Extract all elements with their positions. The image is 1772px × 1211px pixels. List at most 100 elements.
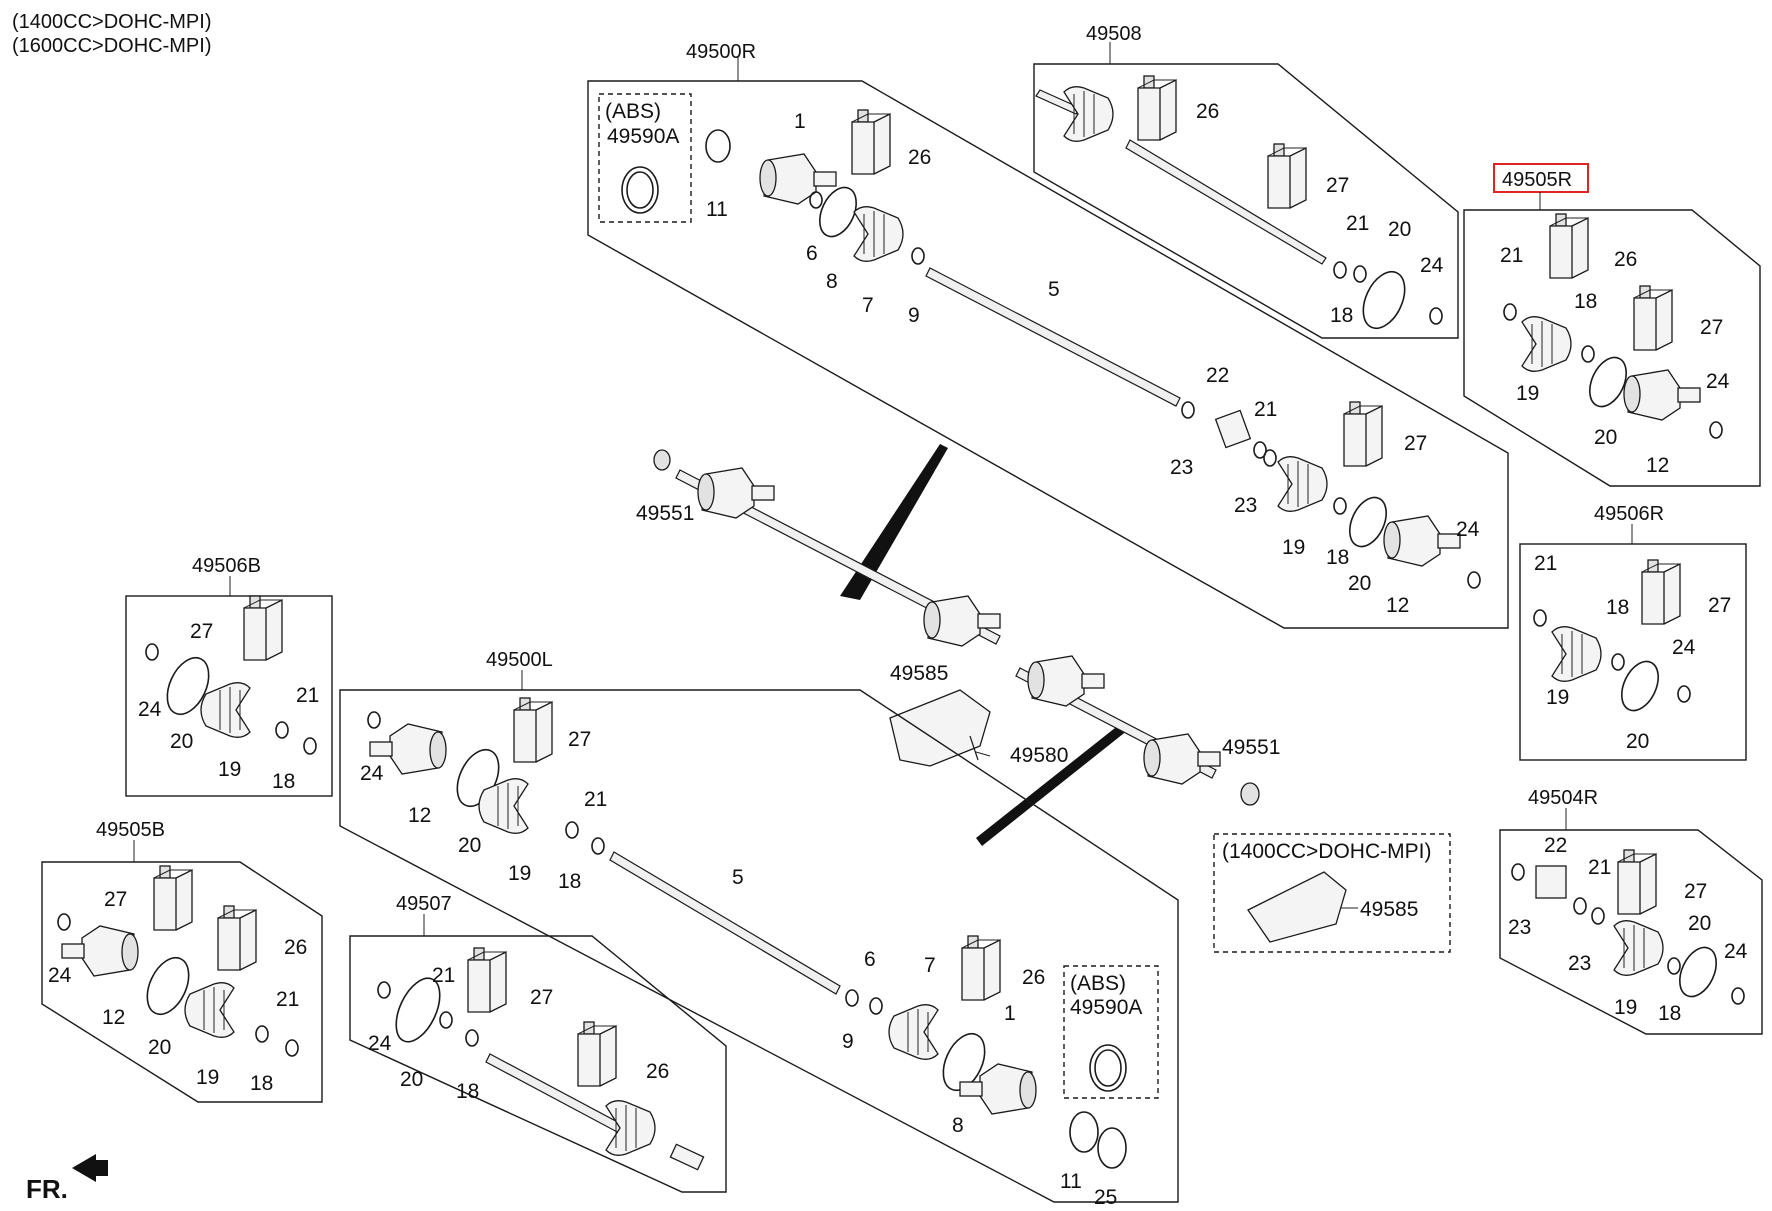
grease-27-right bbox=[1343, 401, 1383, 467]
callout-7: 7 bbox=[862, 294, 874, 317]
callout-49551-lower[interactable]: 49551 bbox=[1222, 736, 1280, 759]
callout-24: 24 bbox=[1706, 370, 1730, 393]
callout-22: 22 bbox=[1544, 834, 1567, 857]
callout-19: 19 bbox=[1614, 996, 1637, 1019]
inner-joint-right bbox=[1383, 515, 1461, 567]
callout-18: 18 bbox=[456, 1080, 479, 1103]
callout-49585[interactable]: 49585 bbox=[890, 662, 948, 685]
callout-24: 24 bbox=[48, 964, 72, 987]
group-label-49506r[interactable]: 49506R bbox=[1594, 503, 1664, 525]
front-label: FR. bbox=[26, 1174, 68, 1204]
group-label-49507[interactable]: 49507 bbox=[396, 893, 452, 915]
callout-12: 12 bbox=[408, 804, 431, 827]
callout-8: 8 bbox=[952, 1114, 964, 1137]
callout-22: 22 bbox=[1206, 364, 1229, 387]
abs-part-left[interactable]: 49590A bbox=[1070, 996, 1142, 1019]
callout-19: 19 bbox=[218, 758, 241, 781]
engine-spec-line-1: (1400CC>DOHC-MPI) bbox=[12, 11, 211, 33]
callout-20: 20 bbox=[1348, 572, 1371, 595]
abs-ring-right bbox=[621, 166, 659, 214]
callout-19: 19 bbox=[196, 1066, 219, 1089]
callout-26: 26 bbox=[908, 146, 931, 169]
hub-nut-upper bbox=[653, 449, 671, 471]
shaft-right bbox=[925, 267, 1181, 407]
callout-12: 12 bbox=[102, 1006, 125, 1029]
abs-label-right: (ABS) bbox=[605, 100, 661, 123]
callout-21: 21 bbox=[1254, 398, 1277, 421]
callout-5: 5 bbox=[1048, 278, 1060, 301]
callout-12: 12 bbox=[1386, 594, 1409, 617]
group-label-49504r[interactable]: 49504R bbox=[1528, 787, 1598, 809]
abs-box-left bbox=[1063, 965, 1159, 1099]
callout-20: 20 bbox=[1626, 730, 1649, 753]
callout-18: 18 bbox=[1574, 290, 1597, 313]
group-49508: 49508 26 27 21 20 24 18 bbox=[1033, 23, 1459, 339]
abs-label-left: (ABS) bbox=[1070, 972, 1126, 995]
callout-20: 20 bbox=[400, 1068, 423, 1091]
group-label-49508[interactable]: 49508 bbox=[1086, 23, 1142, 45]
callout-9: 9 bbox=[842, 1030, 854, 1053]
callout-19: 19 bbox=[508, 862, 531, 885]
callout-20: 20 bbox=[458, 834, 481, 857]
inset-part-49585[interactable]: 49585 bbox=[1360, 898, 1418, 921]
callout-18: 18 bbox=[1330, 304, 1353, 327]
callout-24: 24 bbox=[138, 698, 162, 721]
callout-6: 6 bbox=[806, 242, 818, 265]
selected-highlight bbox=[1493, 163, 1589, 193]
group-label-49500r[interactable]: 49500R bbox=[686, 41, 756, 63]
callout-21: 21 bbox=[1534, 552, 1557, 575]
callout-26: 26 bbox=[284, 936, 307, 959]
group-49507: 49507 21 27 24 20 18 26 bbox=[349, 893, 727, 1193]
engine-spec-line-2: (1600CC>DOHC-MPI) bbox=[12, 35, 211, 57]
callout-20: 20 bbox=[1388, 218, 1411, 241]
boot-right-inner bbox=[1277, 456, 1328, 512]
front-direction-indicator: FR. bbox=[26, 1154, 108, 1204]
callout-23b: 23 bbox=[1568, 952, 1591, 975]
abs-part-right[interactable]: 49590A bbox=[607, 125, 679, 148]
group-label-49505r[interactable]: 49505R bbox=[1502, 169, 1572, 191]
callout-23a: 23 bbox=[1170, 456, 1193, 479]
group-label-49500l[interactable]: 49500L bbox=[486, 649, 553, 671]
group-49504r: 49504R 22 21 27 23 23 20 24 19 18 bbox=[1499, 787, 1763, 1035]
callout-19: 19 bbox=[1546, 686, 1569, 709]
callout-20: 20 bbox=[1594, 426, 1617, 449]
abs-box-right bbox=[598, 93, 692, 223]
callout-23b: 23 bbox=[1234, 494, 1257, 517]
callout-27: 27 bbox=[1326, 174, 1349, 197]
callout-21: 21 bbox=[432, 964, 455, 987]
inset-box bbox=[1213, 833, 1451, 953]
callout-18: 18 bbox=[272, 770, 295, 793]
group-49506r: 49506R 21 18 27 24 19 20 bbox=[1519, 503, 1747, 761]
group-49506b: 49506B 27 24 20 19 21 18 bbox=[125, 555, 333, 797]
callout-5: 5 bbox=[732, 866, 744, 889]
callout-27: 27 bbox=[1700, 316, 1723, 339]
callout-24: 24 bbox=[1420, 254, 1444, 277]
callout-26: 26 bbox=[1614, 248, 1637, 271]
callout-27: 27 bbox=[530, 986, 553, 1009]
group-label-49505b[interactable]: 49505B bbox=[96, 819, 165, 841]
hub-nut-lower bbox=[1240, 782, 1260, 806]
callout-26: 26 bbox=[646, 1060, 669, 1083]
assembled-drive-shaft: 49551 49551 bbox=[636, 444, 1280, 846]
callout-25: 25 bbox=[1094, 1186, 1117, 1209]
callout-26: 26 bbox=[1022, 966, 1045, 989]
callout-27: 27 bbox=[1684, 880, 1707, 903]
callout-49551-upper[interactable]: 49551 bbox=[636, 502, 694, 525]
callout-20: 20 bbox=[170, 730, 193, 753]
callout-1: 1 bbox=[1004, 1002, 1016, 1025]
callout-21: 21 bbox=[1346, 212, 1369, 235]
callout-23a: 23 bbox=[1508, 916, 1531, 939]
callout-49580[interactable]: 49580 bbox=[1010, 744, 1068, 767]
group-49500r: 49500R (ABS) 49590A 1 26 11 6 8 7 9 5 bbox=[587, 41, 1509, 629]
grease-26-right bbox=[851, 109, 891, 175]
callout-7: 7 bbox=[924, 954, 936, 977]
callout-27: 27 bbox=[104, 888, 127, 911]
callout-21: 21 bbox=[296, 684, 319, 707]
abs-ring-left bbox=[1089, 1044, 1127, 1092]
callout-18: 18 bbox=[1606, 596, 1629, 619]
group-label-49506b[interactable]: 49506B bbox=[192, 555, 261, 577]
callout-12: 12 bbox=[1646, 454, 1669, 477]
callout-18: 18 bbox=[1658, 1002, 1681, 1025]
